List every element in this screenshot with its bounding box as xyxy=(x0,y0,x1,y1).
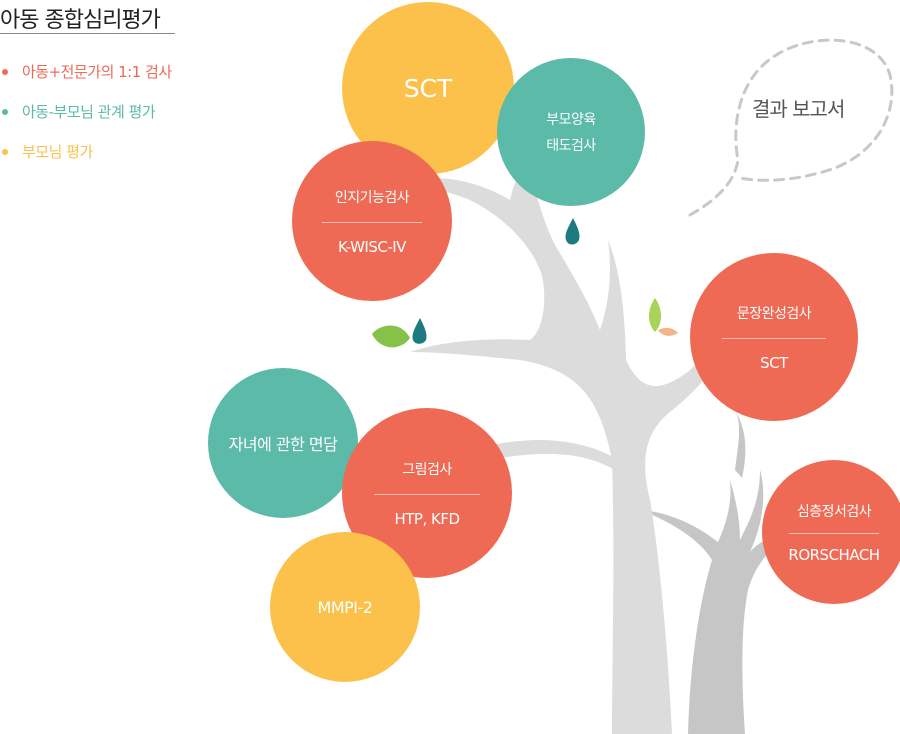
bubble-label: MMPI-2 xyxy=(317,597,373,617)
bubble-deep-emotion-test: 심층정서검사 RORSCHACH xyxy=(762,460,900,604)
title-underline xyxy=(0,33,175,34)
main-tree-trunk xyxy=(400,160,725,734)
bubble-sentence-completion: 문장완성검사 SCT xyxy=(690,253,858,421)
legend-dot-yellow xyxy=(2,149,8,155)
bubble-title: 그림검사 xyxy=(402,461,452,478)
bubble-subtitle: K-WISC-IV xyxy=(338,237,406,256)
bubble-subtitle: SCT xyxy=(760,353,788,372)
small-tree-trunk xyxy=(640,470,790,734)
legend-label: 부모님 평가 xyxy=(22,143,93,161)
bubble-mmpi: MMPI-2 xyxy=(270,532,420,682)
bubble-label: 자녀에 관한 면담 xyxy=(228,435,338,454)
legend-item-relationship: 아동-부모님 관계 평가 xyxy=(0,98,172,138)
legend-dot-red xyxy=(2,69,8,75)
bubble-child-interview: 자녀에 관한 면담 xyxy=(208,368,358,518)
bubble-title: 심층정서검사 xyxy=(796,503,872,520)
bubble-title: 인지기능검사 xyxy=(334,189,410,206)
legend-label: 아동-부모님 관계 평가 xyxy=(22,103,156,121)
report-label: 결과 보고서 xyxy=(752,97,845,121)
legend-item-one-on-one: 아동+전문가의 1:1 검사 xyxy=(0,58,172,98)
bubble-divider xyxy=(374,493,480,495)
speech-bubble-outline xyxy=(688,38,894,217)
legend-label: 아동+전문가의 1:1 검사 xyxy=(22,63,172,81)
legend: 아동+전문가의 1:1 검사 아동-부모님 관계 평가 부모님 평가 xyxy=(0,58,172,178)
leaf-green-icon xyxy=(372,325,410,348)
lower-left-branch xyxy=(420,440,618,470)
bubble-divider xyxy=(721,337,827,339)
legend-dot-teal xyxy=(2,109,8,115)
bubble-line-1: 부모양육 xyxy=(546,112,596,128)
page-title: 아동 종합심리평가 xyxy=(0,8,161,33)
leaf-light-green-icon xyxy=(648,298,662,332)
bubble-divider xyxy=(789,532,879,534)
bubble-label: SCT xyxy=(403,73,453,103)
bubble-line-2: 태도검사 xyxy=(546,138,596,154)
bubble-divider xyxy=(322,221,422,223)
bubble-subtitle: HTP, KFD xyxy=(394,509,460,528)
leaf-peach-icon xyxy=(658,327,678,336)
legend-item-parent: 부모님 평가 xyxy=(0,138,172,178)
leaf-teal-drop-icon xyxy=(412,318,427,344)
bubble-title: 문장완성검사 xyxy=(736,305,812,322)
leaf-teal-drop-2-icon xyxy=(565,218,580,245)
bubble-cognitive-test: 인지기능검사 K-WISC-IV xyxy=(292,141,452,301)
bubble-parenting-attitude: 부모양육 태도검사 xyxy=(497,58,645,206)
bubble-subtitle: RORSCHACH xyxy=(788,545,880,564)
small-tree-twig xyxy=(735,412,746,478)
